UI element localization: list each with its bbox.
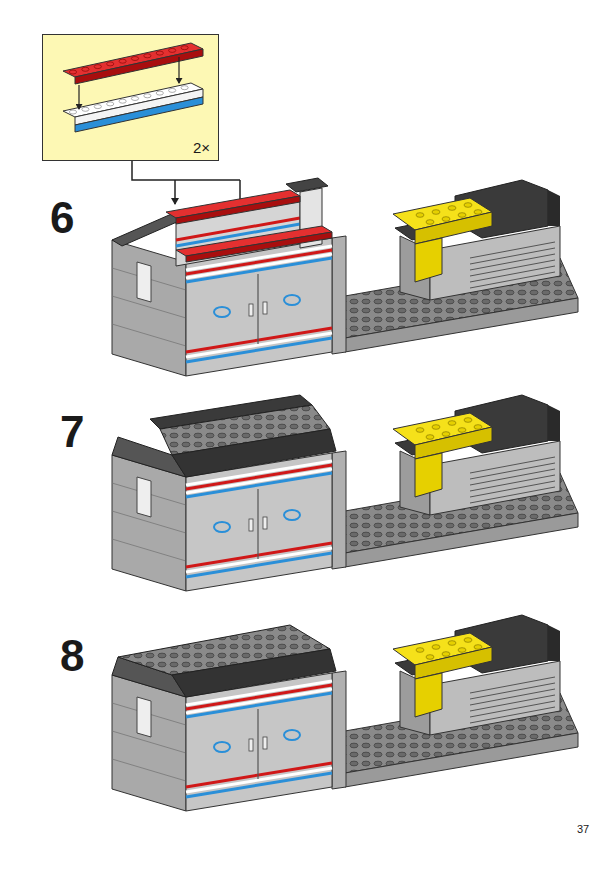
inset-box: 2× [42,34,219,161]
step-number: 8 [60,634,84,678]
page-number: 37 [577,824,589,835]
step-number: 6 [50,196,74,240]
quantity-label: 2× [193,140,210,155]
plate-illustration [43,35,217,159]
step-number: 7 [60,410,84,454]
